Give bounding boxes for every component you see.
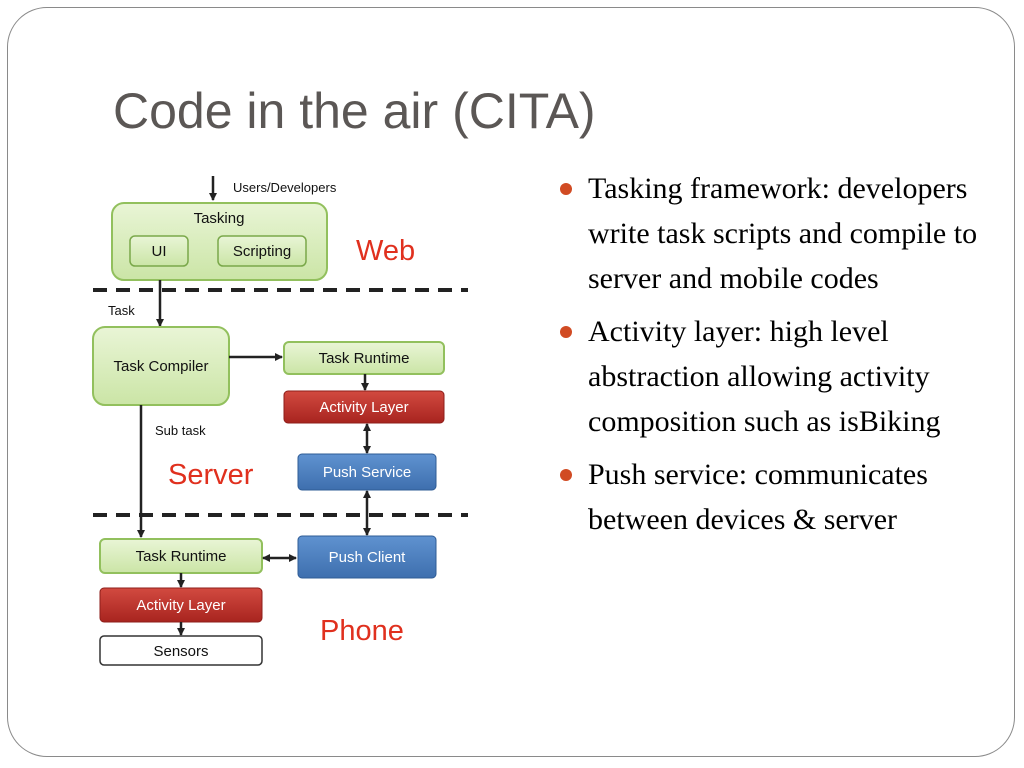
zone-label-web: Web bbox=[356, 235, 415, 267]
scripting-label: Scripting bbox=[233, 243, 291, 260]
push-client-box: Push Client bbox=[297, 535, 437, 579]
bullet-dot-icon bbox=[560, 183, 572, 195]
bullet-item: Push service: communicates between devic… bbox=[558, 452, 978, 542]
phone-activity-layer-box: Activity Layer bbox=[99, 587, 263, 623]
tasking-title: Tasking bbox=[194, 210, 245, 227]
phone-task-runtime-box: Task Runtime bbox=[99, 538, 263, 574]
scripting-box: Scripting bbox=[217, 235, 307, 267]
users-developers-label: Users/Developers bbox=[233, 180, 337, 195]
server-activity-layer-label: Activity Layer bbox=[319, 399, 408, 416]
bullet-item: Activity layer: high level abstraction a… bbox=[558, 309, 978, 444]
server-task-runtime-box: Task Runtime bbox=[283, 341, 445, 375]
bullet-text: Push service: communicates between devic… bbox=[588, 458, 928, 536]
phone-task-runtime-label: Task Runtime bbox=[136, 548, 227, 565]
task-edge-label: Task bbox=[108, 303, 135, 318]
push-client-label: Push Client bbox=[329, 549, 407, 566]
task-compiler-label: Task Compiler bbox=[113, 358, 208, 375]
tasking-box: Tasking UI Scripting bbox=[111, 202, 328, 281]
slide-title: Code in the air (CITA) bbox=[113, 83, 596, 139]
task-compiler-box: Task Compiler bbox=[92, 326, 230, 406]
ui-box: UI bbox=[129, 235, 189, 267]
server-task-runtime-label: Task Runtime bbox=[319, 350, 410, 367]
server-activity-layer-box: Activity Layer bbox=[283, 390, 445, 424]
bullet-text: Activity layer: high level abstraction a… bbox=[588, 315, 941, 438]
zone-label-server: Server bbox=[168, 459, 254, 491]
architecture-diagram: Users/Developers Tasking UI Scripting We… bbox=[92, 176, 468, 666]
push-service-box: Push Service bbox=[297, 453, 437, 491]
sensors-label: Sensors bbox=[153, 643, 208, 660]
sensors-box: Sensors bbox=[99, 635, 263, 666]
zone-label-phone: Phone bbox=[320, 615, 404, 647]
ui-label: UI bbox=[152, 243, 167, 260]
sub-task-label: Sub task bbox=[155, 423, 206, 438]
bullet-item: Tasking framework: developers write task… bbox=[558, 166, 978, 301]
phone-activity-layer-label: Activity Layer bbox=[136, 597, 225, 614]
bullet-dot-icon bbox=[560, 469, 572, 481]
bullet-text: Tasking framework: developers write task… bbox=[588, 172, 978, 295]
push-service-label: Push Service bbox=[323, 464, 411, 481]
bullet-list: Tasking framework: developers write task… bbox=[558, 166, 978, 550]
bullet-dot-icon bbox=[560, 326, 572, 338]
